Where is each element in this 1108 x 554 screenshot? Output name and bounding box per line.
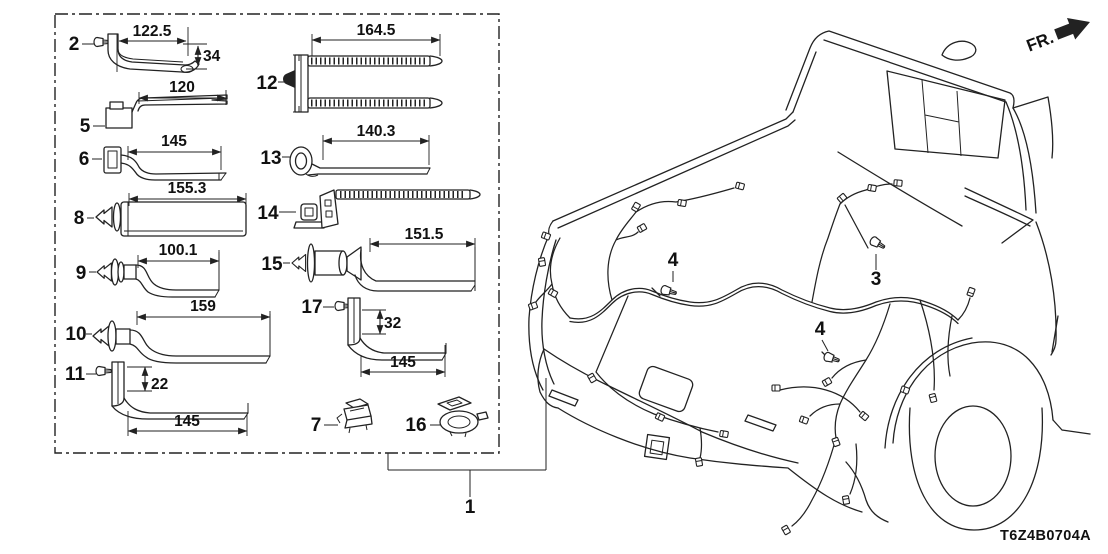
callout-4b-bolt — [822, 350, 842, 366]
part-12-ref[interactable]: 12 — [256, 73, 277, 94]
part-15-clip — [291, 253, 307, 273]
harness-connectors — [527, 179, 976, 536]
fr-direction: FR. — [1024, 17, 1090, 56]
antenna-fin — [941, 40, 977, 61]
callout-4a: 4 — [659, 250, 679, 299]
part-12-dim-width: 164.5 — [357, 22, 396, 39]
part-8-clip — [95, 206, 113, 228]
parts-box — [54, 13, 500, 454]
part-13-ref[interactable]: 13 — [260, 148, 281, 169]
part-8-ref[interactable]: 8 — [74, 208, 85, 229]
part-13: 13 140.3 — [260, 123, 431, 177]
part-9: 9 100.1 — [76, 242, 220, 298]
part-17-dim-width: 145 — [390, 354, 416, 371]
part-9-clip — [96, 262, 112, 282]
wire-harness — [527, 179, 976, 536]
parts-box-border — [54, 13, 500, 454]
part-12-pin — [283, 70, 295, 88]
callout-4b-label[interactable]: 4 — [815, 319, 826, 340]
part-11-ref[interactable]: 11 — [65, 364, 86, 385]
part-11-bolt — [95, 365, 113, 377]
part-8: 8 155.3 — [74, 180, 247, 237]
part-17: 17 32 145 — [301, 297, 447, 377]
part-10-clip — [92, 325, 110, 347]
part-7-ref[interactable]: 7 — [311, 415, 322, 436]
callout-3-label[interactable]: 3 — [871, 269, 882, 290]
part-5-ref[interactable]: 5 — [80, 116, 91, 137]
callout-3: 3 — [868, 235, 888, 290]
part-14-bracket — [319, 189, 339, 229]
callout-1-label[interactable]: 1 — [465, 497, 476, 518]
drawing-code: T6Z4B0704A — [1000, 528, 1091, 544]
part-12: 12 164.5 — [256, 22, 443, 113]
callout-4a-label[interactable]: 4 — [668, 250, 679, 271]
part-5: 5 120 — [80, 79, 228, 137]
part-7: 7 — [311, 398, 373, 436]
hitch-receiver — [643, 433, 671, 461]
part-10-dim-width: 159 — [190, 298, 216, 315]
part-8-dim-width: 155.3 — [168, 180, 207, 197]
tire — [908, 407, 1044, 531]
callout-4b: 4 — [815, 319, 842, 366]
part-11-dim-width: 145 — [174, 413, 200, 430]
part-6-ref[interactable]: 6 — [79, 149, 90, 170]
part-17-dim-height: 32 — [384, 315, 401, 332]
part-15: 15 151.5 — [261, 226, 476, 292]
license-recess — [638, 365, 694, 413]
part-11-dim-height: 22 — [151, 376, 168, 393]
part-6: 6 145 — [79, 133, 227, 181]
part-16-ref[interactable]: 16 — [405, 415, 426, 436]
part-2-dim-height: 34 — [203, 48, 221, 65]
part-5-dim-width: 120 — [169, 79, 195, 96]
part-6-dim-width: 145 — [161, 133, 187, 150]
part-11: 11 22 145 — [65, 361, 249, 436]
part-2-bolt — [93, 36, 111, 48]
fr-label: FR. — [1024, 28, 1056, 56]
part-15-dim-width: 151.5 — [405, 226, 444, 243]
part-9-dim-width: 100.1 — [159, 242, 198, 259]
part-9-ref[interactable]: 9 — [76, 263, 87, 284]
callout-3-bolt — [868, 235, 888, 252]
part-16: 16 — [405, 396, 489, 438]
part-10-ref[interactable]: 10 — [65, 324, 86, 345]
part-17-ref[interactable]: 17 — [301, 297, 322, 318]
fr-arrow-icon — [1054, 17, 1090, 40]
part-2-ref[interactable]: 2 — [69, 34, 80, 55]
part-10: 10 159 — [65, 298, 271, 364]
part-15-ref[interactable]: 15 — [261, 254, 283, 275]
rear-window — [886, 70, 1006, 159]
part-2: 2 122.5 34 — [69, 23, 221, 73]
part-2-dim-width: 122.5 — [133, 23, 172, 40]
part-14: 14 — [257, 189, 481, 229]
part-13-dim-width: 140.3 — [357, 123, 396, 140]
callout-1: 1 — [387, 378, 547, 518]
wheel-hub — [934, 405, 1012, 507]
part-14-ref[interactable]: 14 — [257, 203, 279, 224]
truck-body — [528, 30, 1091, 531]
